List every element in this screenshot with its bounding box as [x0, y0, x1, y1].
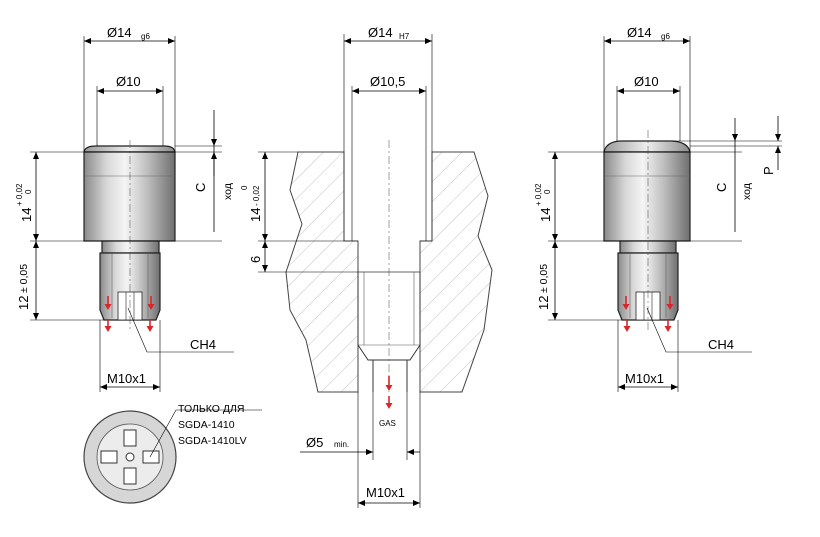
mid-gas-arrow: [385, 376, 393, 409]
right-dimensions: [548, 36, 782, 392]
note-line3: SGDA-1410LV: [178, 435, 247, 447]
left-outer-diameter: Ø14: [107, 25, 132, 40]
left-outer-tolerance: g6: [141, 32, 150, 41]
mid-bore-diameter: Ø14: [368, 25, 393, 40]
mid-hole-diameter: Ø5: [306, 435, 323, 450]
mid-block-right: [419, 151, 493, 393]
left-height-tol-upper: + 0,02: [15, 183, 24, 206]
right-c-label: C: [714, 183, 729, 192]
right-height-tol-upper: + 0,02: [534, 183, 543, 206]
note-line1: ТОЛЬКО ДЛЯ: [178, 403, 244, 415]
mid-inner-diameter: Ø10,5: [370, 74, 405, 89]
left-thread-label: M10x1: [107, 371, 146, 386]
mid-depth-tol-lower: - 0,02: [252, 185, 261, 206]
mid-dimensions: [258, 34, 433, 508]
right-gas-arrows: [622, 296, 674, 332]
left-part: [83, 140, 176, 332]
right-outer-tolerance: g6: [661, 32, 670, 41]
left-gas-arrows: [104, 296, 155, 332]
right-height: 14: [538, 208, 553, 222]
mid-step: 6: [248, 256, 263, 263]
left-cap: [83, 145, 176, 153]
left-sw-label: CH4: [190, 337, 216, 352]
right-height-tol-lower: 0: [543, 189, 552, 194]
right-thread-height-tol: ± 0,05: [538, 264, 550, 293]
left-neck: [101, 240, 160, 254]
right-part: [603, 130, 691, 332]
mid-section: [285, 140, 493, 409]
left-thread-height-tol: ± 0,05: [18, 264, 30, 293]
mid-gas-label: GAS: [379, 419, 396, 428]
left-stroke-label: ход: [222, 183, 234, 200]
mid-hole-min: min.: [334, 440, 349, 449]
left-dimensions: [30, 36, 234, 392]
right-inner-diameter: Ø10: [634, 74, 659, 89]
left-height-tol-lower: 0: [24, 189, 33, 194]
right-thread-height: 12: [536, 296, 551, 310]
right-cap: [603, 140, 691, 153]
mid-bore-tolerance: H7: [399, 32, 410, 41]
right-p-label: P: [761, 166, 776, 175]
right-stroke-label: ход: [741, 183, 753, 200]
left-c-label: C: [193, 183, 208, 192]
left-height: 14: [19, 208, 34, 222]
right-sw-label: CH4: [708, 337, 734, 352]
right-outer-diameter: Ø14: [627, 25, 652, 40]
right-thread-label: M10x1: [625, 371, 664, 386]
right-body: [603, 151, 691, 242]
mid-depth: 14: [248, 208, 263, 222]
note-line2: SGDA-1410: [178, 419, 235, 431]
left-body: [83, 151, 176, 242]
left-inner-diameter: Ø10: [116, 74, 141, 89]
left-thread-height: 12: [16, 296, 31, 310]
top-view: [83, 409, 262, 504]
mid-depth-tol-upper: 0: [240, 185, 249, 190]
mid-thread-label: M10x1: [366, 485, 405, 500]
